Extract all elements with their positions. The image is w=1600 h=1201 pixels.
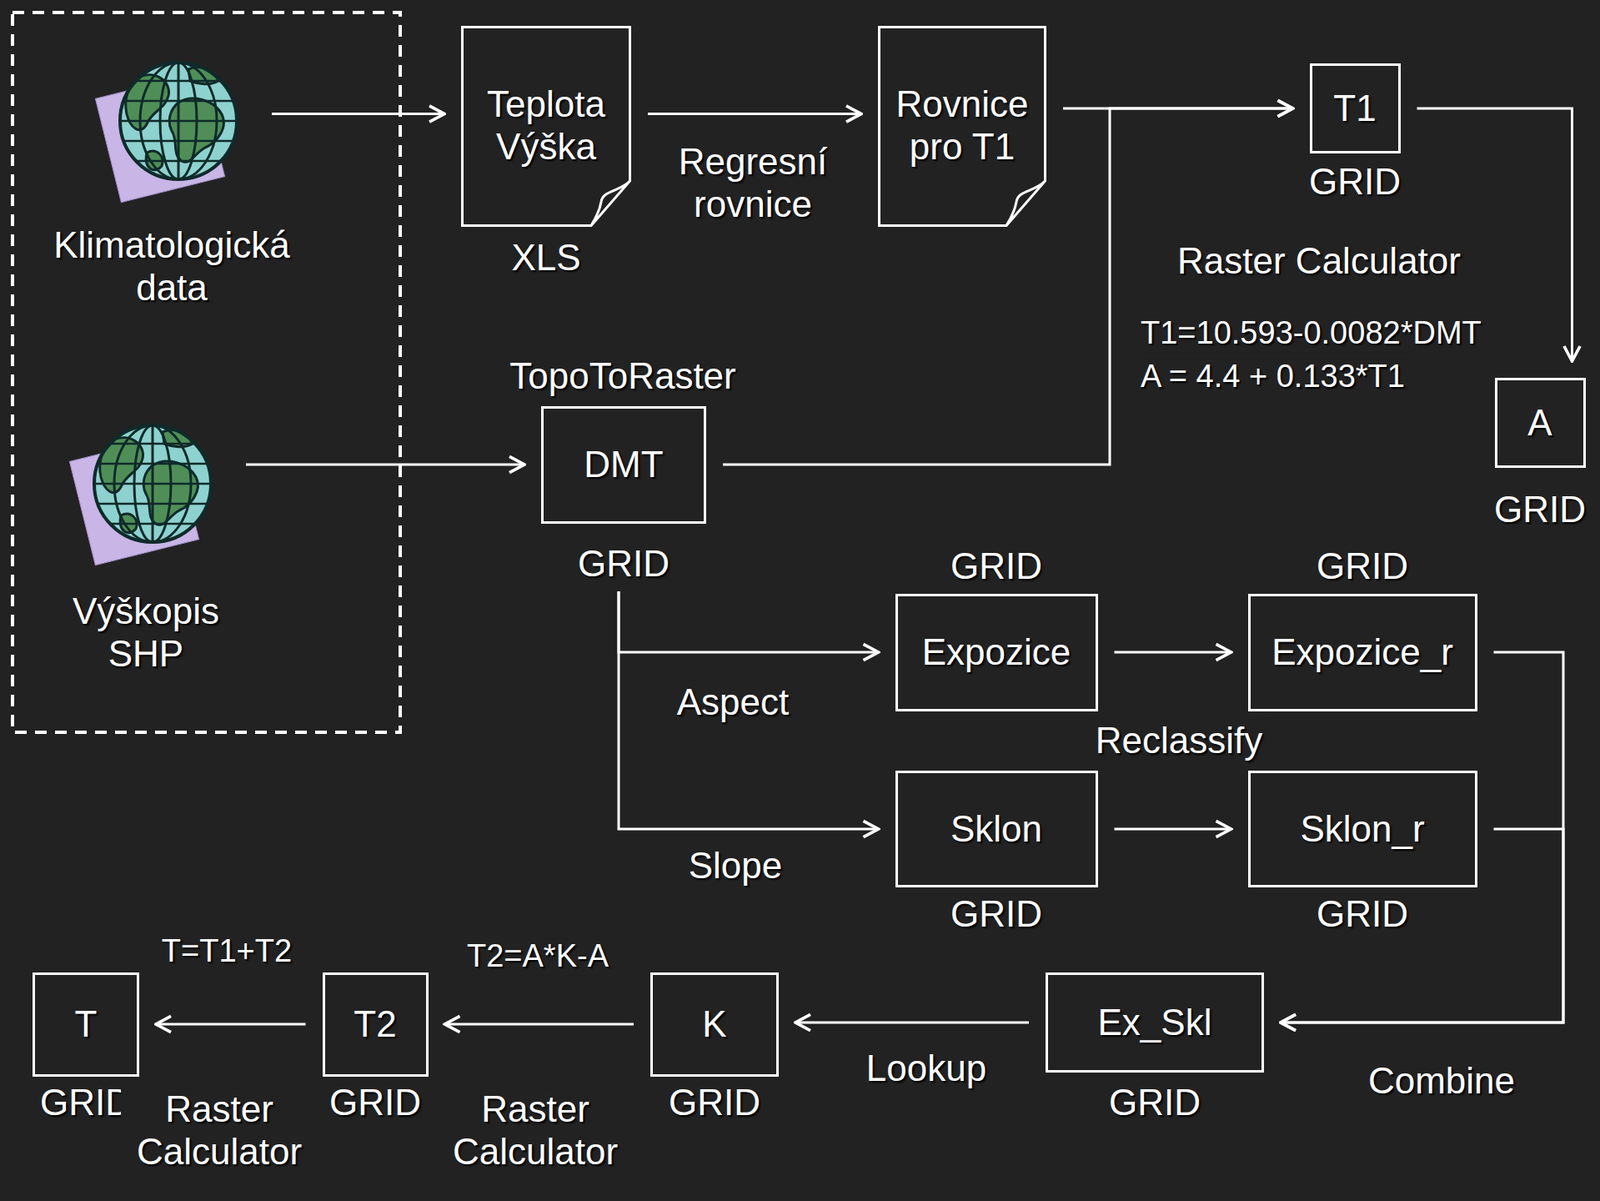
- globe-parallel: [113, 80, 244, 83]
- edge-label: Slope: [686, 844, 786, 888]
- globe-parallel: [87, 482, 218, 486]
- operation-label: Reclassify: [1093, 719, 1266, 763]
- drawing-part: [95, 62, 244, 203]
- flow-connector: [647, 112, 862, 116]
- operation-label: Raster Calculator: [120, 1088, 318, 1173]
- globe-parallel: [113, 100, 244, 103]
- flow-connector: [445, 1023, 635, 1026]
- globe-outline: [120, 62, 237, 180]
- format-label: GRID: [1494, 488, 1586, 532]
- drawing-part: [69, 425, 218, 566]
- operation-label: TopoToRaster: [506, 355, 738, 398]
- flow-connector: [795, 1021, 1029, 1024]
- globe-parallel: [87, 522, 218, 526]
- flow-connector: [618, 591, 879, 653]
- grid-box: T2GRID: [322, 972, 429, 1077]
- box-label: Sklon_r: [1299, 807, 1425, 851]
- formula-label: A = 4.4 + 0.133*T1: [1138, 358, 1408, 396]
- format-label: GRID: [329, 1081, 422, 1124]
- format-label: GRID: [950, 892, 1043, 936]
- operation-label: Combine: [1365, 1059, 1518, 1103]
- globe-parallel: [87, 442, 218, 446]
- format-label: GRID: [577, 542, 670, 586]
- globe-parallel: [87, 462, 218, 466]
- flow-connector: [245, 463, 525, 467]
- globe-outline: [94, 425, 211, 542]
- operation-label: Raster Calculator: [436, 1088, 634, 1173]
- flow-connector: [618, 591, 879, 829]
- box-label: Rovnice pro T1: [889, 83, 1035, 168]
- box-label: Sklon: [950, 807, 1043, 851]
- document-border: [879, 26, 1046, 226]
- format-label: GRID: [1108, 1081, 1201, 1124]
- edge-label: Aspect: [674, 681, 793, 724]
- formula-label: T1=10.593-0.0082*DMT: [1138, 315, 1485, 352]
- format-label: GRID: [950, 545, 1043, 588]
- dashed-group: [12, 12, 401, 733]
- format-label: GRID: [1316, 545, 1409, 588]
- format-label: GRID: [1316, 892, 1409, 936]
- flow-connector: [1114, 827, 1232, 831]
- grid-box: GRIDExpozice: [895, 593, 1099, 712]
- grid-box: Ex_SklGRID: [1045, 972, 1264, 1073]
- format-label: GRID: [668, 1081, 761, 1124]
- flow-connector: [155, 1023, 306, 1026]
- box-label: K: [702, 1003, 727, 1046]
- edge-label: Lookup: [863, 1047, 989, 1090]
- flow-connector: [1280, 652, 1564, 1023]
- globe-parallel: [113, 160, 244, 163]
- box-label: A: [1527, 401, 1552, 445]
- globe-parallel: [87, 502, 218, 506]
- box-label: T: [75, 1003, 98, 1046]
- grid-box: AGRID: [1494, 377, 1586, 468]
- document-box: Teplota VýškaXLS: [461, 25, 632, 227]
- box-label: Teplota Výška: [472, 83, 620, 168]
- box-label: DMT: [583, 443, 663, 487]
- formula-label: T=T1+T2: [159, 932, 295, 970]
- box-label: Expozice_r: [1271, 631, 1454, 674]
- grid-box: Sklon_rGRID: [1248, 770, 1478, 888]
- drawing-part: [113, 62, 244, 180]
- grid-box: GRIDExpozice_r: [1248, 593, 1478, 712]
- grid-box: SklonGRID: [895, 770, 1099, 888]
- edge-label: Regresní rovnice: [654, 140, 852, 226]
- source-label: Výškopis SHP: [50, 590, 242, 675]
- flow-connector: [271, 112, 445, 116]
- box-label: T1: [1333, 87, 1376, 131]
- globe-parallel: [113, 140, 244, 143]
- format-label: GRID: [1309, 160, 1401, 204]
- grid-box: KGRID: [650, 972, 779, 1077]
- format-label: GRID: [40, 1081, 132, 1124]
- box-label: Expozice: [922, 631, 1072, 674]
- grid-box: TGRID: [32, 972, 140, 1077]
- data-source: Klimatologická data: [38, 44, 306, 309]
- globe-icon: [62, 406, 230, 574]
- globe-icon: [88, 44, 256, 211]
- operation-label: Raster Calculator: [1174, 240, 1464, 283]
- document-box: Rovnice pro T1: [877, 25, 1047, 227]
- flow-connector: [1280, 828, 1564, 1023]
- source-label: Klimatologická data: [38, 224, 306, 309]
- drawing-part: [87, 425, 218, 542]
- formula-label: T2=A*K-A: [464, 937, 612, 975]
- globe-parallel: [113, 120, 244, 123]
- box-label: T2: [353, 1003, 397, 1046]
- grid-box: T1GRID: [1309, 63, 1401, 154]
- format-label: XLS: [511, 236, 581, 280]
- flow-connector: [1114, 651, 1232, 654]
- grid-box: DMTGRID: [541, 406, 707, 524]
- box-label: Ex_Skl: [1098, 1001, 1213, 1044]
- data-source: Výškopis SHP: [50, 406, 242, 675]
- document-border: [462, 26, 631, 226]
